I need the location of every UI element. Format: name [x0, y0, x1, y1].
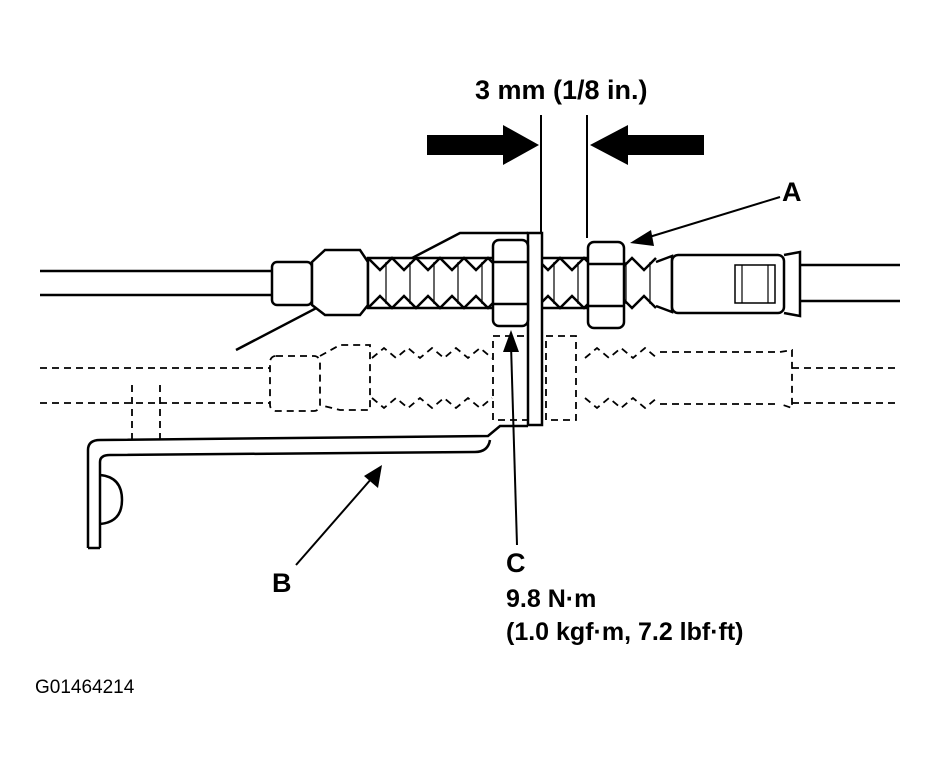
callout-label-c: C	[506, 548, 526, 578]
callout-leader-a	[645, 196, 781, 239]
callout-arrow-b-icon	[364, 465, 382, 488]
dimension-arrow-right-icon	[590, 125, 704, 165]
bracket	[86, 231, 528, 550]
callout-leader-c	[510, 344, 518, 546]
throttle-cable	[40, 231, 900, 427]
callout-label-a: A	[782, 177, 802, 207]
cable-ghost-position	[40, 335, 900, 440]
callout-arrow-c-icon	[503, 330, 519, 352]
dimension-arrow-left-icon	[427, 125, 539, 165]
torque-imperial: (1.0 kgf·m, 7.2 lbf·ft)	[506, 618, 744, 646]
dimension-label: 3 mm (1/8 in.)	[475, 75, 648, 105]
callout-arrow-a-icon	[630, 230, 654, 246]
callout-leader-b	[295, 477, 373, 566]
callout-label-b: B	[272, 568, 292, 598]
figure-id: G01464214	[35, 677, 135, 698]
torque-metric: 9.8 N·m	[506, 585, 596, 613]
